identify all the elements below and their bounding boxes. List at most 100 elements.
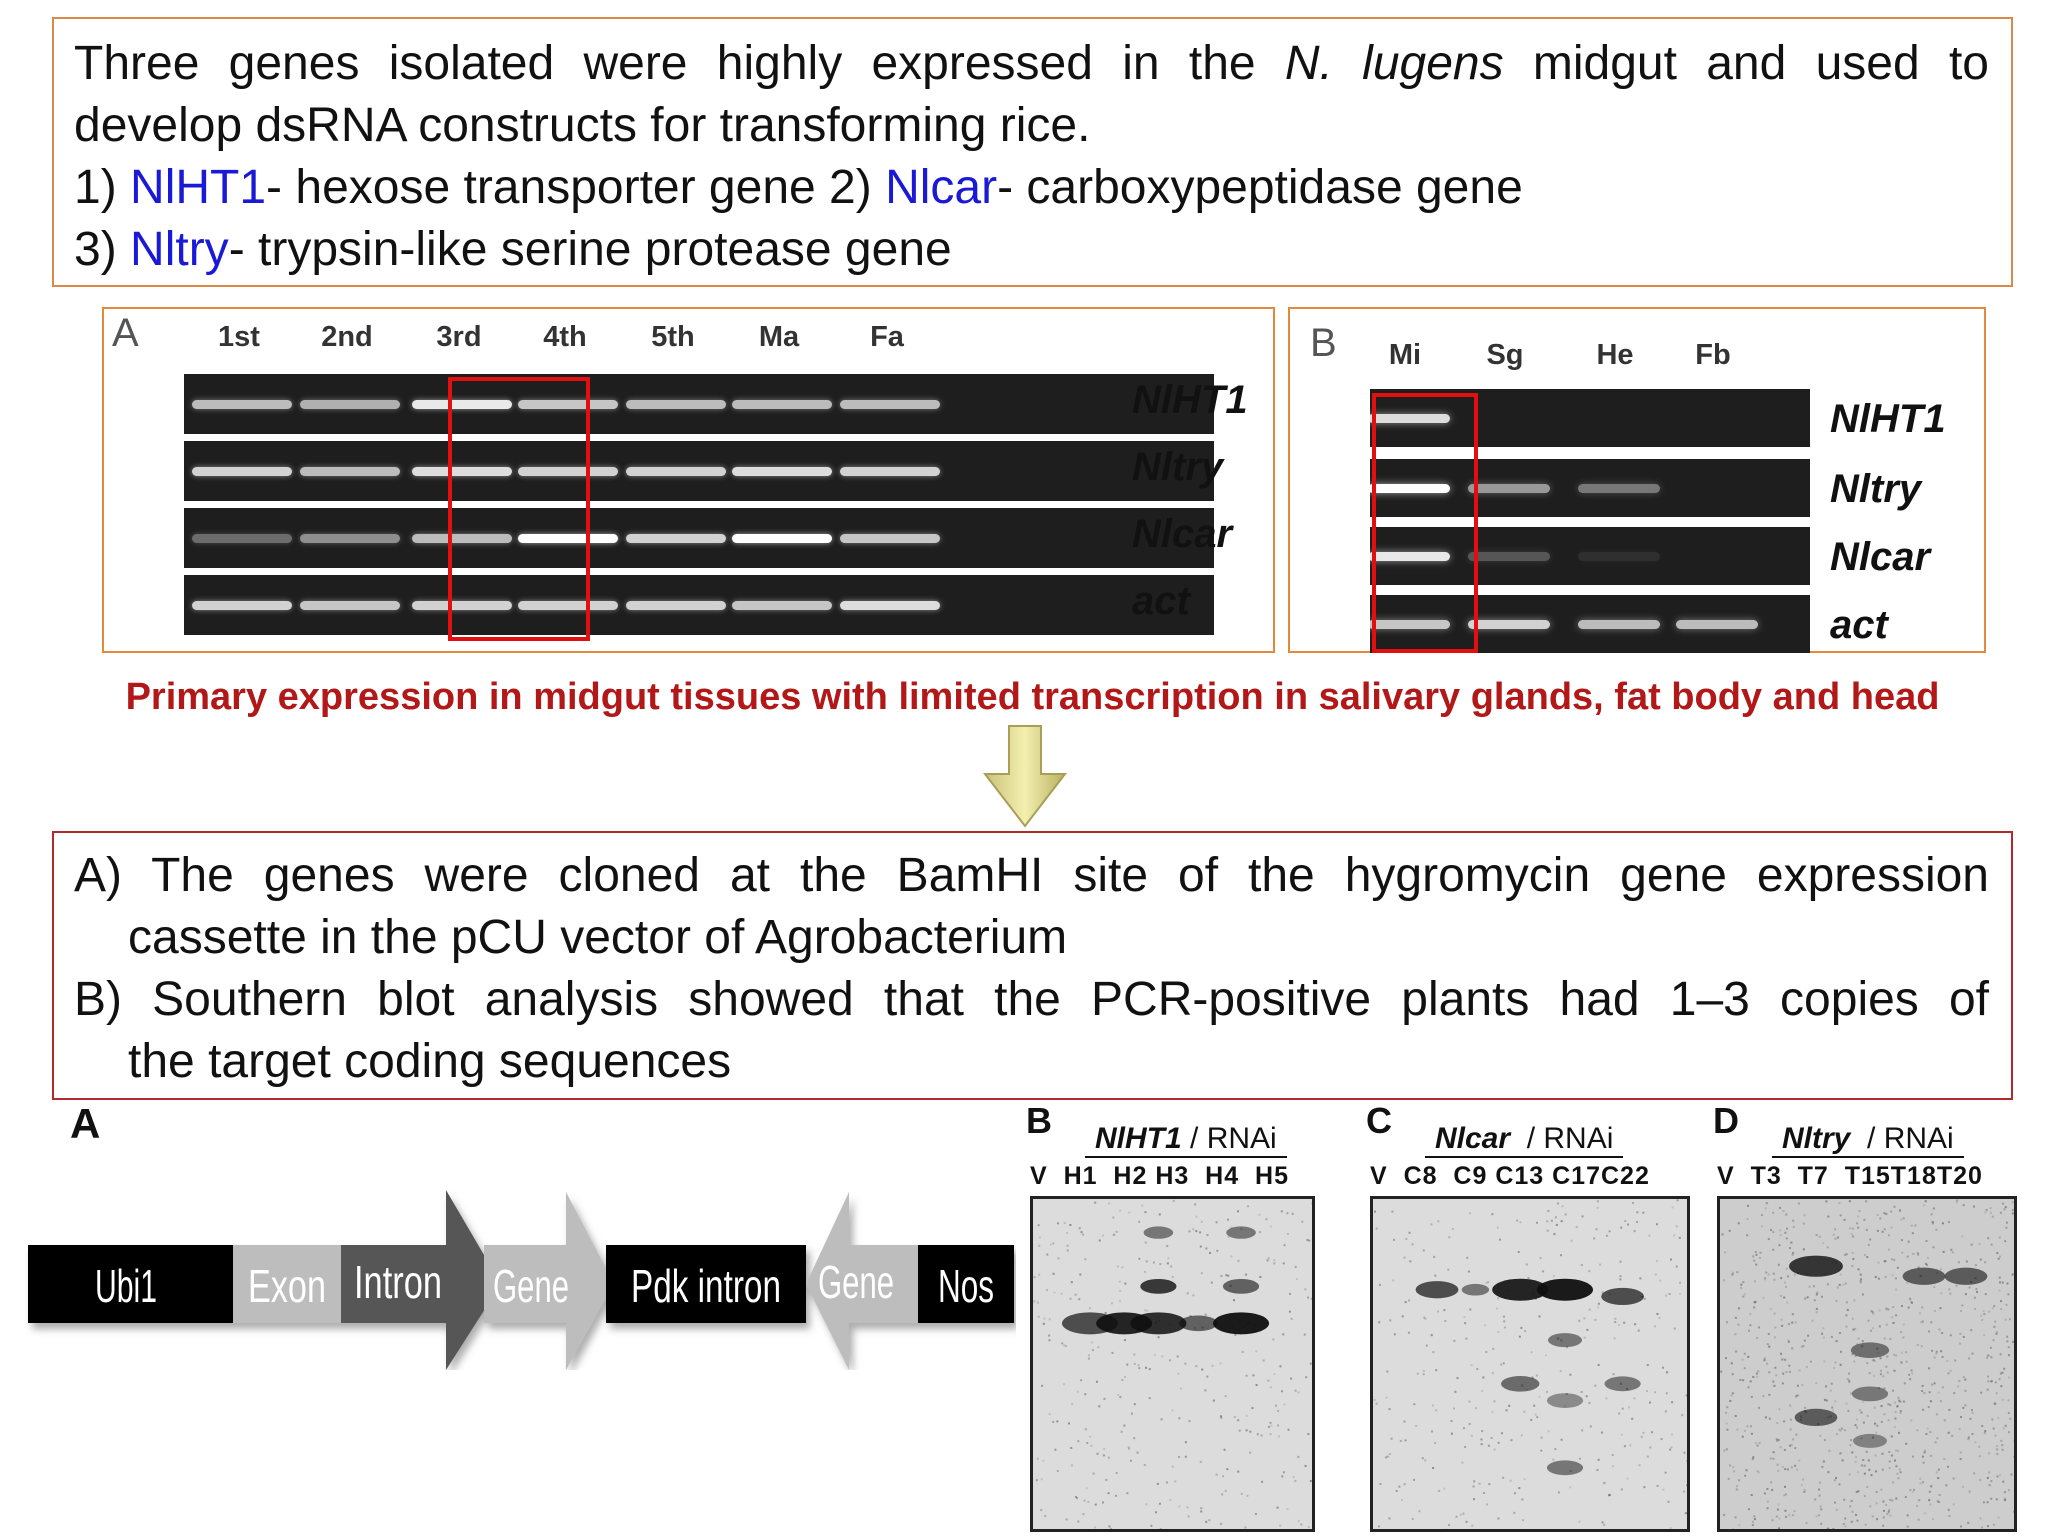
- blot-noise: [1475, 1407, 1478, 1410]
- blot-noise: [1775, 1515, 1778, 1518]
- blot-noise: [1561, 1205, 1564, 1208]
- blot-noise: [1123, 1424, 1126, 1427]
- blot-noise: [1760, 1214, 1763, 1217]
- blot-noise: [1484, 1324, 1487, 1327]
- blot-noise: [1227, 1236, 1230, 1239]
- blot-noise: [1819, 1481, 1822, 1484]
- blot-noise: [1580, 1263, 1583, 1266]
- blot-noise: [1948, 1514, 1951, 1517]
- blot-noise: [1895, 1314, 1898, 1317]
- blot-noise: [1769, 1457, 1772, 1460]
- blot-noise: [1520, 1326, 1523, 1329]
- blot-noise: [1272, 1338, 1275, 1341]
- blot-noise: [1958, 1379, 1961, 1382]
- blot-noise: [1671, 1206, 1674, 1209]
- gel-band: [1368, 414, 1450, 423]
- blot-noise: [1978, 1455, 1981, 1458]
- blot-noise: [1454, 1390, 1457, 1393]
- blot-noise: [1874, 1422, 1877, 1425]
- blot-noise: [1037, 1301, 1040, 1304]
- blot-noise: [1923, 1451, 1926, 1454]
- blot-noise: [1767, 1273, 1770, 1276]
- blot-noise: [1961, 1530, 1963, 1532]
- blot-noise: [1723, 1513, 1726, 1516]
- blot-noise: [1101, 1501, 1104, 1504]
- blot-noise: [1517, 1251, 1520, 1254]
- blot-noise: [1470, 1434, 1473, 1437]
- blot-lane-labels: V T3 T7 T15T18T20: [1717, 1162, 1983, 1190]
- blot-noise: [1444, 1319, 1447, 1322]
- blot-noise: [1992, 1427, 1995, 1430]
- blot-noise: [1870, 1310, 1873, 1313]
- blot-noise: [2004, 1240, 2007, 1243]
- blot-noise: [1686, 1459, 1687, 1462]
- blot-noise: [1860, 1278, 1863, 1281]
- dsrna-construct-diagram: Ubi1 Exon Intron Gene Pdk intron Gene No…: [28, 1190, 1014, 1370]
- blot-noise: [1755, 1372, 1758, 1375]
- blot-noise: [1254, 1512, 1257, 1515]
- blot-noise: [1789, 1247, 1792, 1250]
- blot-noise: [1989, 1346, 1992, 1349]
- blot-noise: [1619, 1278, 1622, 1281]
- blot-noise: [2009, 1318, 2012, 1321]
- blot-noise: [1679, 1292, 1682, 1295]
- blot-noise: [1596, 1200, 1599, 1203]
- blot-noise: [1569, 1373, 1572, 1376]
- blot-noise: [1882, 1500, 1885, 1503]
- blot-noise: [1962, 1376, 1965, 1379]
- blot-noise: [1928, 1490, 1931, 1493]
- blot-noise: [1129, 1528, 1132, 1529]
- blot-noise: [1771, 1488, 1774, 1491]
- blot-noise: [1839, 1214, 1842, 1217]
- blot-noise: [1683, 1490, 1686, 1493]
- blot-noise: [1993, 1305, 1996, 1308]
- blot-noise: [1656, 1312, 1659, 1315]
- blot-noise: [1976, 1290, 1979, 1293]
- blot-noise: [1220, 1275, 1223, 1278]
- blot-noise: [1834, 1400, 1837, 1403]
- blot-noise: [1378, 1321, 1381, 1324]
- blot-noise: [1997, 1257, 2000, 1260]
- construct-label: Gene: [818, 1256, 894, 1308]
- blot-noise: [1448, 1236, 1451, 1239]
- blot-noise: [1940, 1350, 1943, 1353]
- blot-noise: [1560, 1438, 1563, 1441]
- blot-noise: [1453, 1407, 1456, 1410]
- blot-noise: [1294, 1389, 1297, 1392]
- blot-band: [1601, 1287, 1644, 1306]
- blot-noise: [1395, 1490, 1398, 1493]
- blot-noise: [1170, 1265, 1173, 1268]
- blot-noise: [1432, 1467, 1435, 1470]
- blot-noise: [1262, 1359, 1265, 1362]
- blot-noise: [1860, 1411, 1863, 1414]
- blot-image: [1373, 1199, 1687, 1529]
- blot-noise: [1612, 1373, 1615, 1376]
- blot-noise: [1929, 1400, 1932, 1403]
- blot-noise: [1087, 1357, 1090, 1360]
- blot-noise: [1669, 1448, 1672, 1451]
- blot-noise: [1499, 1238, 1502, 1241]
- blot-noise: [1088, 1307, 1091, 1310]
- blot-noise: [1988, 1310, 1991, 1313]
- blot-noise: [1266, 1259, 1269, 1262]
- blot-noise: [1167, 1257, 1170, 1260]
- blot-noise: [1119, 1396, 1122, 1399]
- blot-noise: [1820, 1295, 1823, 1298]
- blot-noise: [1772, 1457, 1775, 1460]
- blot-noise: [1780, 1318, 1783, 1321]
- blot-noise: [1588, 1401, 1591, 1404]
- blot-noise: [1798, 1459, 1801, 1462]
- blot-noise: [1089, 1435, 1092, 1438]
- blot-noise: [1863, 1253, 1866, 1256]
- blot-noise: [1066, 1232, 1069, 1235]
- construct-segment-nos: [918, 1245, 1014, 1323]
- blot-noise: [1046, 1253, 1049, 1256]
- blot-noise: [1664, 1471, 1667, 1474]
- blot-noise: [1949, 1334, 1952, 1337]
- blot-noise: [1995, 1331, 1998, 1334]
- blot-noise: [1986, 1388, 1989, 1391]
- blot-noise: [1803, 1339, 1806, 1342]
- blot-noise: [1415, 1424, 1418, 1427]
